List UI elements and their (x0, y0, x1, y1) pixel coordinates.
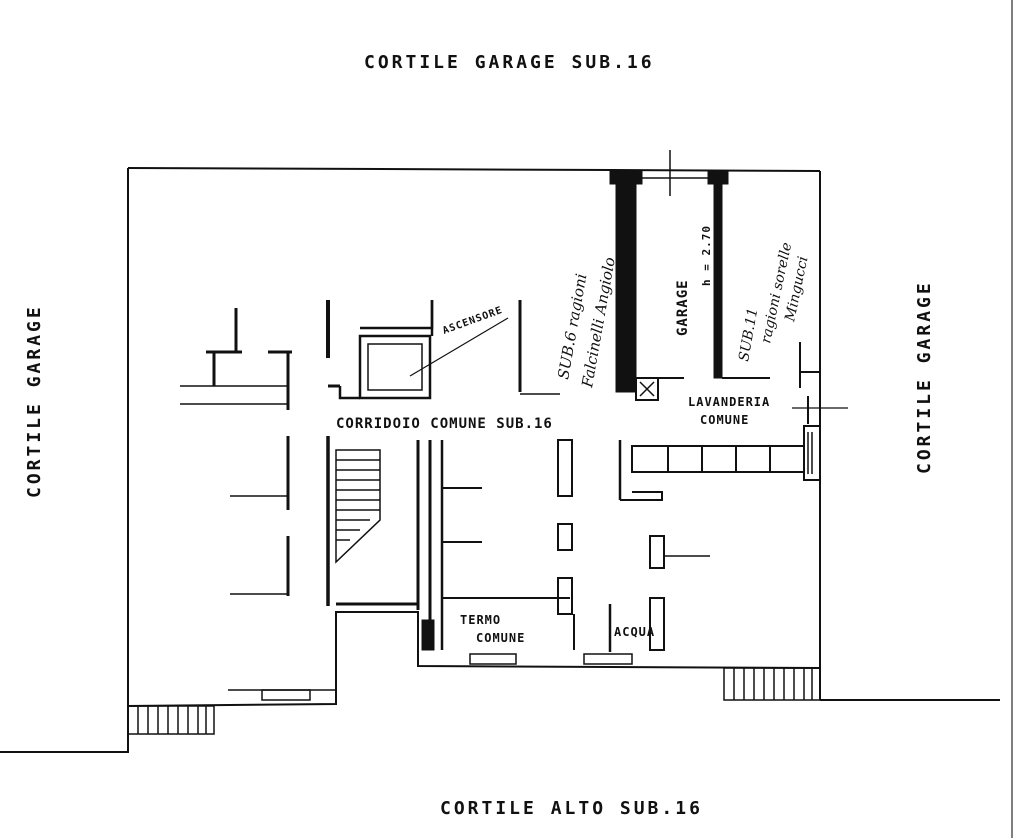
label-elevator: ASCENSORE (441, 305, 504, 337)
label-heating-2: COMUNE (476, 631, 525, 645)
corridor-walls (326, 436, 444, 650)
label-water: ACQUA (614, 625, 655, 639)
label-corridor: CORRIDOIO COMUNE SUB.16 (336, 416, 553, 432)
garage-walls (609, 150, 848, 424)
staircase (335, 449, 381, 564)
left-wing-walls (180, 308, 336, 691)
label-height: h = 2.70 (700, 225, 713, 286)
laundry-tubs (631, 425, 821, 481)
label-laundry-1: LAVANDERIA (688, 395, 770, 409)
label-top: CORTILE GARAGE SUB.16 (364, 52, 655, 73)
label-right: CORTILE GARAGE (914, 280, 935, 474)
label-sub11-line1: SUB.11 (736, 307, 761, 363)
steps-left (127, 705, 215, 735)
label-laundry-2: COMUNE (700, 413, 749, 427)
label-bottom: CORTILE ALTO SUB.16 (440, 798, 703, 819)
steps-right (723, 667, 821, 701)
elevator-block (326, 300, 560, 400)
cellar-walls (421, 439, 710, 652)
label-heating-1: TERMO (460, 613, 501, 627)
bottom-windows (261, 653, 633, 701)
label-left: CORTILE GARAGE (24, 304, 45, 498)
label-garage: GARAGE (675, 279, 691, 336)
